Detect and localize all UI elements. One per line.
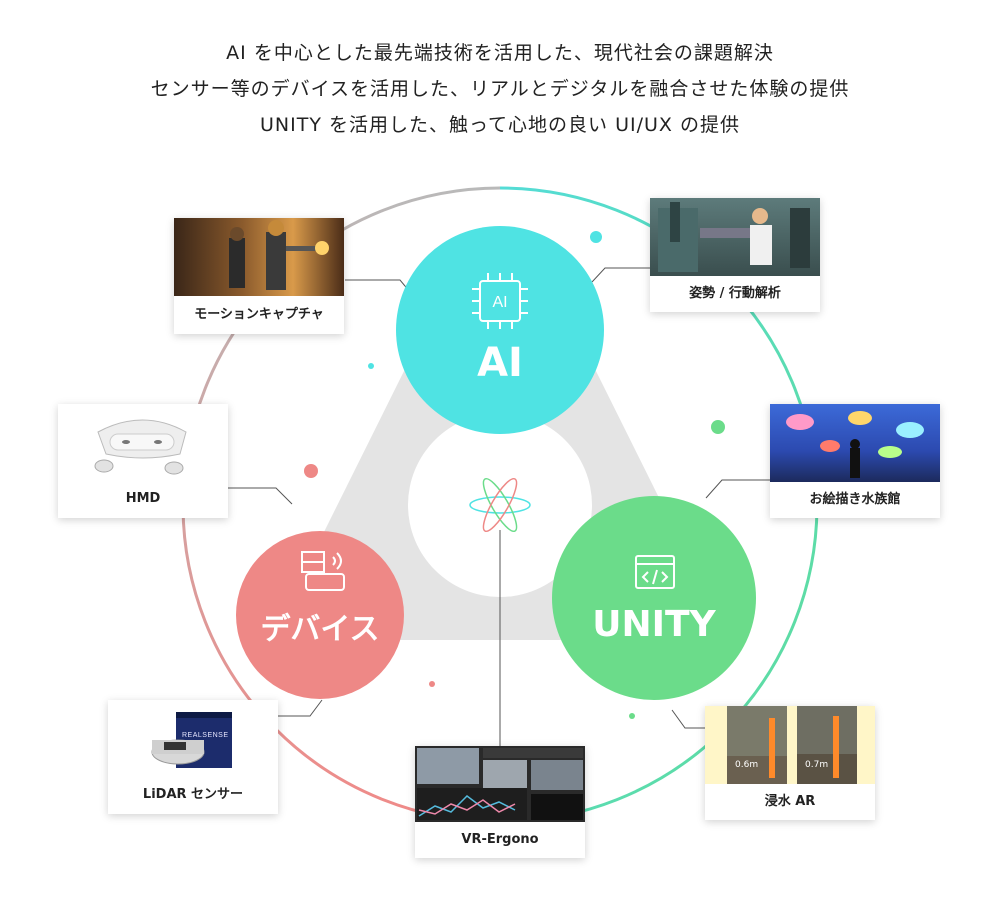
atom-icon <box>469 477 531 533</box>
unity-hub <box>552 496 756 700</box>
lidar-card[interactable]: REALSENSE LiDAR センサー <box>108 700 278 814</box>
accent-dot <box>368 363 374 369</box>
device-hub <box>236 531 404 699</box>
ai-chip-icon-text: AI <box>492 294 507 311</box>
worker-photo <box>650 198 820 276</box>
headline-3: UNITY を活用した、触って心地の良い UI/UX の提供 <box>260 114 740 136</box>
line-aquarium <box>705 479 770 499</box>
aquarium-caption: お絵描き水族館 <box>809 492 901 507</box>
motion-capture-photo <box>174 218 344 296</box>
headline-1: AI を中心とした最先端技術を活用した、現代社会の課題解決 <box>226 42 774 64</box>
line-motion-capture <box>345 279 411 293</box>
line-flood-ar <box>671 709 705 729</box>
flood-ar-card[interactable]: 0.6m 0.7m 浸水 AR <box>705 706 875 820</box>
flood-ar-photo: 0.6m 0.7m <box>705 706 875 784</box>
software-screenshot <box>415 746 585 822</box>
flood-reading-right: 0.7m <box>805 760 829 770</box>
ai-hub-label: AI <box>477 340 523 386</box>
accent-dot <box>304 464 318 478</box>
hmd-caption: HMD <box>125 491 161 506</box>
lidar-caption: LiDAR センサー <box>142 787 244 802</box>
line-hmd <box>228 487 293 505</box>
device-hub-label: デバイス <box>260 612 380 647</box>
motion-capture-caption: モーションキャプチャ <box>194 307 324 322</box>
lidar-box-text: REALSENSE <box>182 732 229 739</box>
triangle-center-hole <box>408 413 592 597</box>
pose-analysis-card[interactable]: 姿勢 / 行動解析 <box>650 198 820 312</box>
ai-chip-icon <box>472 273 528 329</box>
code-window-icon <box>635 555 675 589</box>
headline-2: センサー等のデバイスを活用した、リアルとデジタルを融合させた体験の提供 <box>150 78 850 100</box>
accent-dot <box>711 420 725 434</box>
vr-headset-photo <box>58 404 228 480</box>
device-icon <box>301 551 345 591</box>
line-lidar <box>278 699 323 717</box>
accent-dot <box>429 681 435 687</box>
accent-dot <box>590 231 602 243</box>
unity-hub-label: UNITY <box>592 604 716 645</box>
aquarium-card[interactable]: お絵描き水族館 <box>770 404 940 518</box>
hmd-card[interactable]: HMD <box>58 404 228 518</box>
pose-analysis-caption: 姿勢 / 行動解析 <box>689 286 781 301</box>
vr-ergono-caption: VR-Ergono <box>461 832 539 847</box>
flood-ar-caption: 浸水 AR <box>764 794 816 809</box>
aquarium-photo <box>770 404 940 482</box>
accent-dot <box>629 713 635 719</box>
ai-hub <box>396 226 604 434</box>
motion-capture-card[interactable]: モーションキャプチャ <box>174 218 344 334</box>
vr-ergono-card[interactable]: VR-Ergono <box>415 746 585 858</box>
line-pose-analysis <box>591 267 650 283</box>
lidar-sensor-photo: REALSENSE <box>108 700 278 776</box>
flood-reading-left: 0.6m <box>735 760 759 770</box>
